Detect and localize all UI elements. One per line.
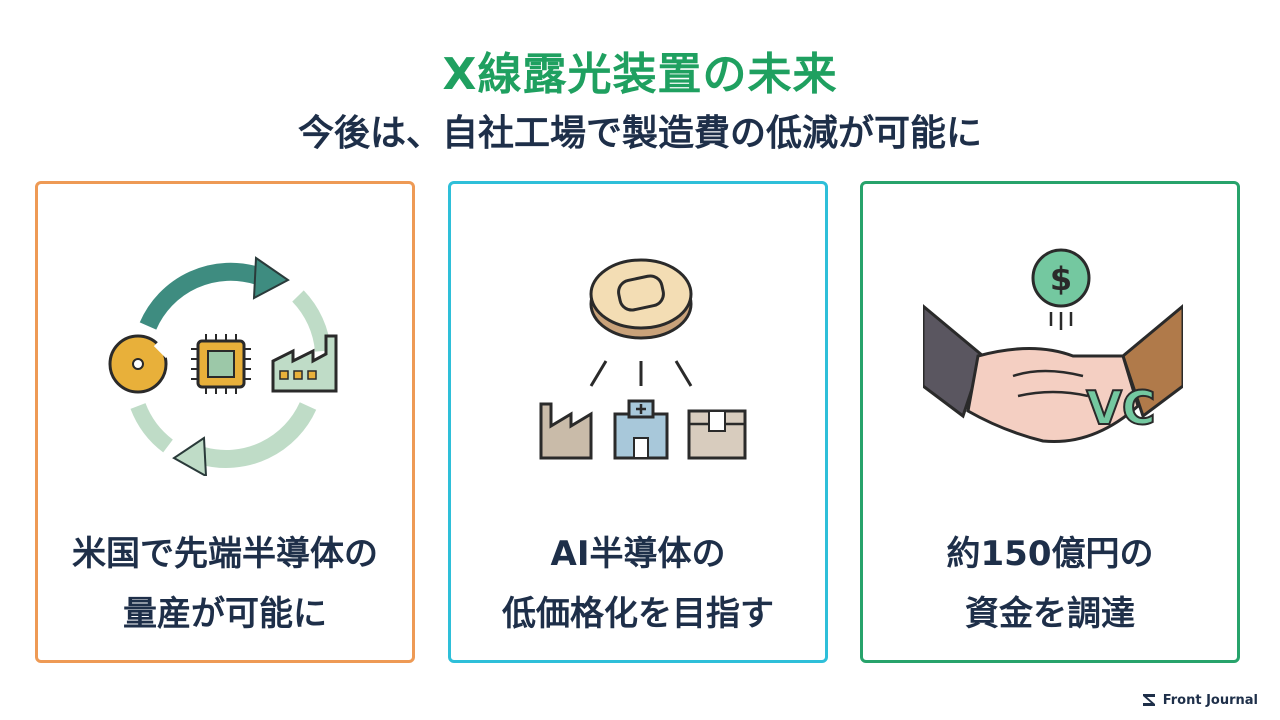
- manufacturing-cycle-icon: [108, 256, 338, 476]
- brand-logo: Front Journal: [1141, 692, 1258, 708]
- vc-handshake-icon: $ VC: [923, 248, 1183, 444]
- brand-name: Front Journal: [1162, 692, 1258, 708]
- page-subtitle: 今後は、自社工場で製造費の低減が可能に: [297, 113, 982, 154]
- caption-line-2: 低価格化を目指す: [502, 594, 774, 634]
- page-title: X線露光装置の未来: [442, 49, 838, 100]
- card-funding: $ VC 約150億円の 資金を調達: [860, 181, 1240, 663]
- card-mass-production: 米国で先端半導体の 量産が可能に: [35, 181, 415, 663]
- card-caption: 米国で先端半導体の 量産が可能に: [38, 524, 412, 644]
- card-caption: 約150億円の 資金を調達: [863, 524, 1237, 644]
- caption-line-1: 約150億円の: [946, 534, 1154, 574]
- caption-line-1: 米国で先端半導体の: [72, 534, 378, 574]
- vc-label: VC: [1086, 381, 1155, 435]
- caption-line-1: AI半導体の: [550, 534, 726, 574]
- card-ai-chip-cost: AI半導体の 低価格化を目指す: [448, 181, 828, 663]
- caption-line-2: 資金を調達: [965, 594, 1135, 634]
- dollar-icon: $: [1050, 260, 1072, 298]
- card-caption: AI半導体の 低価格化を目指す: [451, 524, 825, 644]
- front-journal-logo-icon: [1142, 694, 1155, 706]
- chip-distribution-icon: [539, 258, 747, 460]
- caption-line-2: 量産が可能に: [123, 594, 327, 634]
